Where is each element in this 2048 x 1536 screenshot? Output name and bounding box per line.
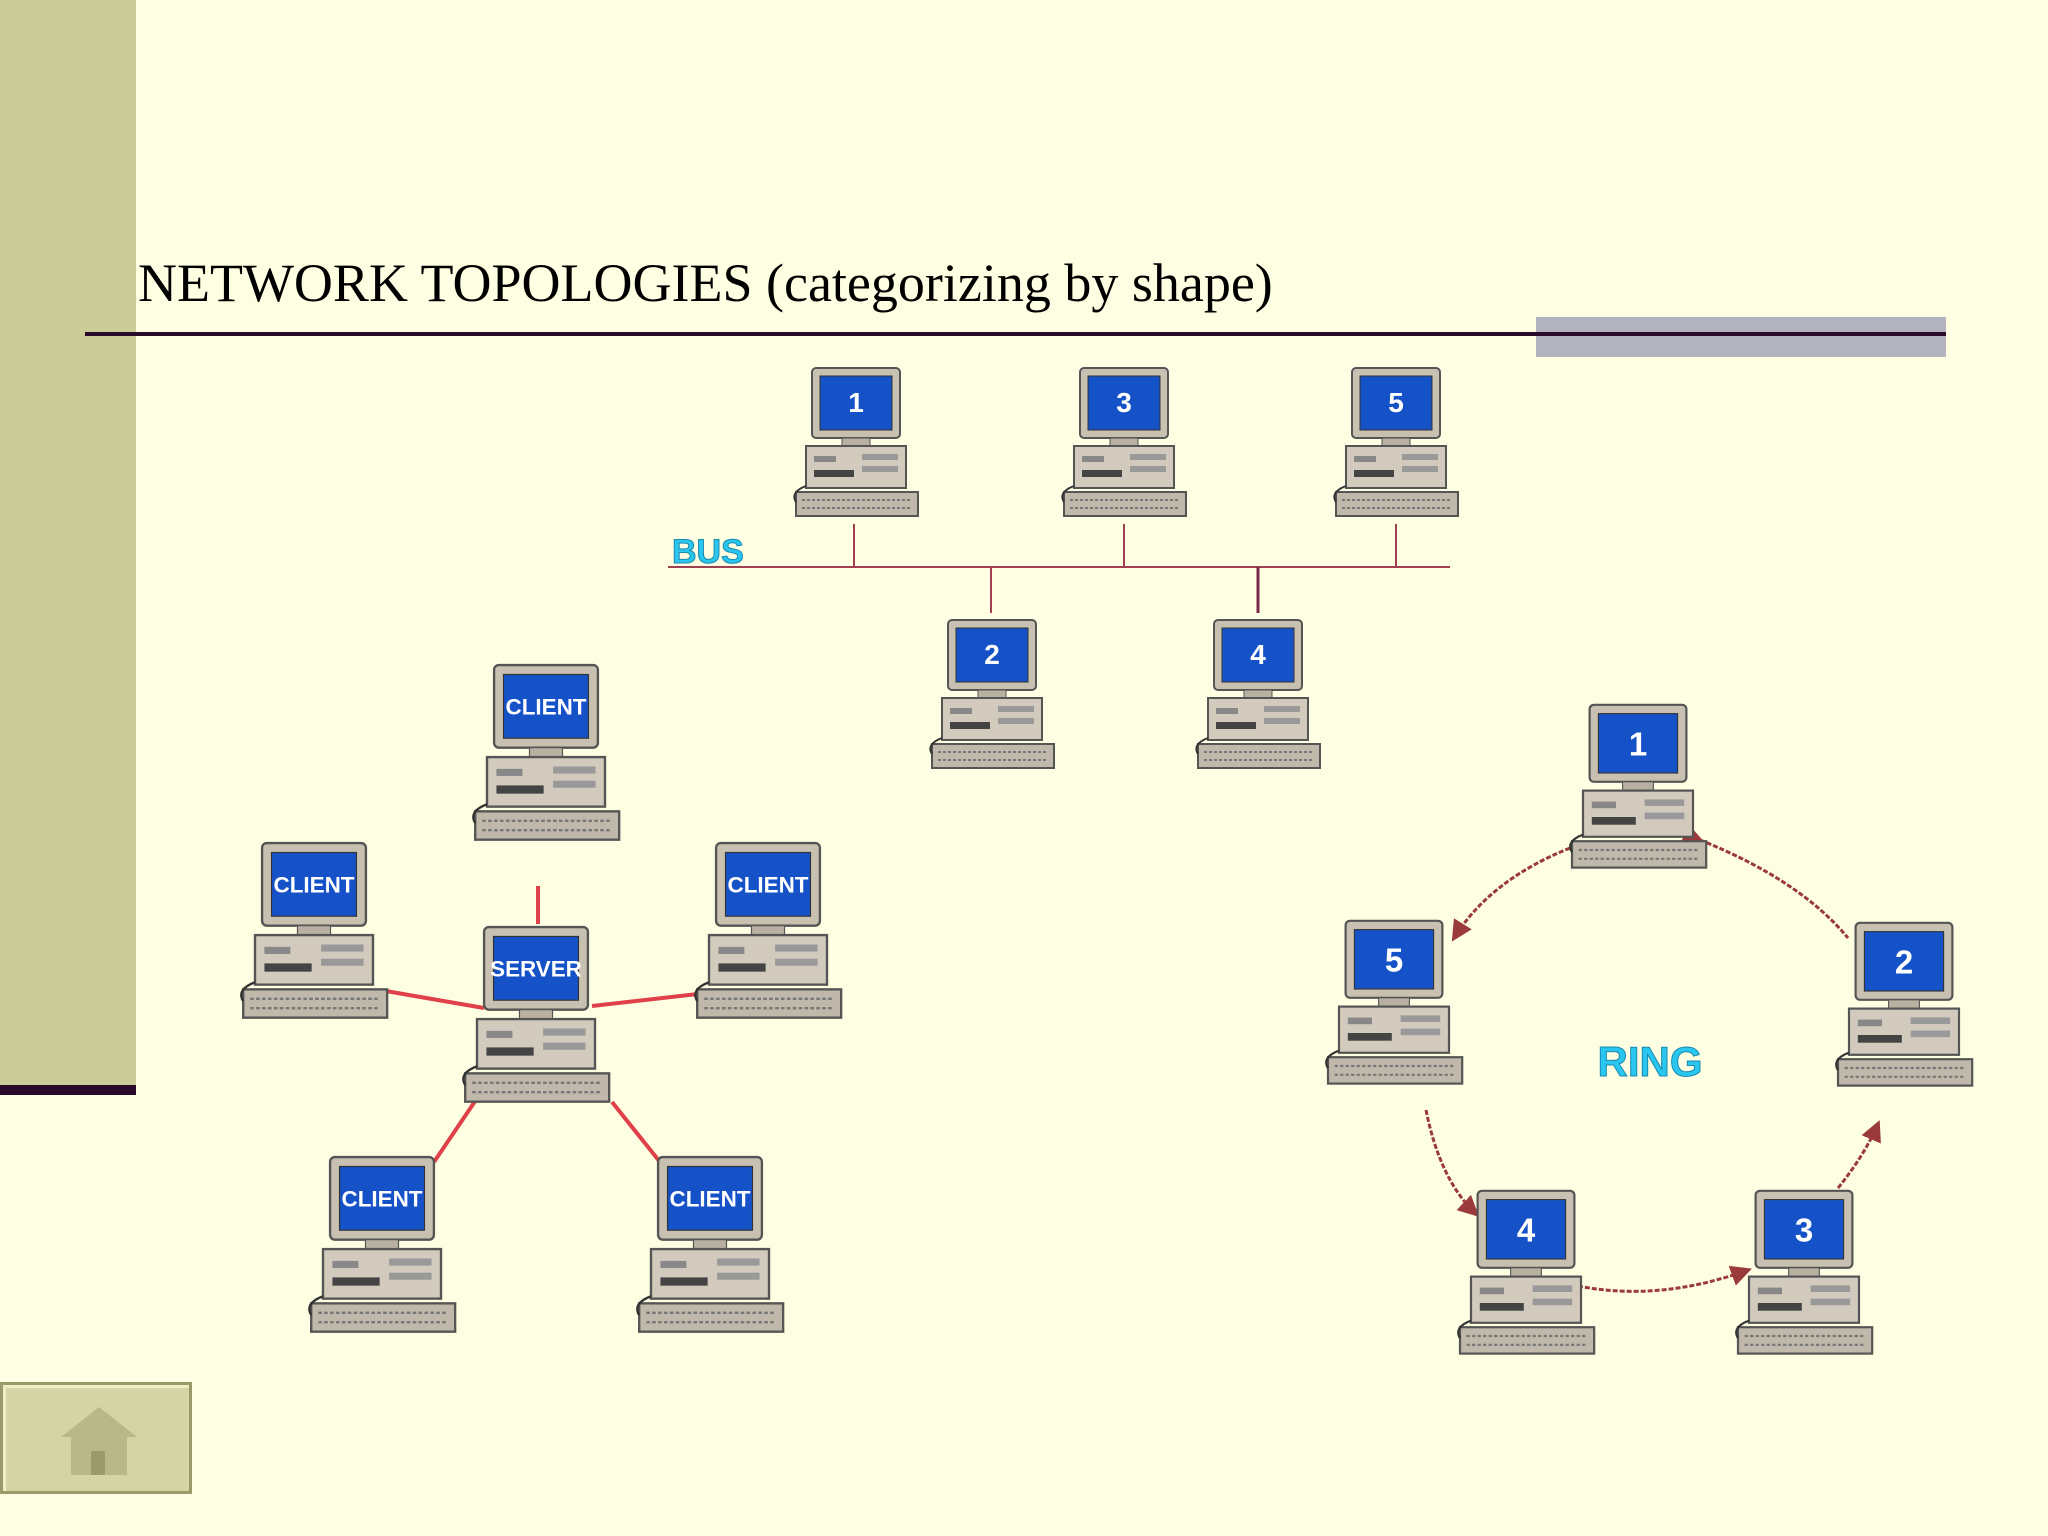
star-client-bottom-left: CLIENT	[308, 1155, 457, 1333]
title-accent-bar	[1536, 317, 1946, 357]
client-label: CLIENT	[342, 1187, 423, 1212]
bus-node-label: 5	[1388, 387, 1404, 418]
star-server: SERVER	[462, 925, 611, 1103]
bus-computer-4: 4	[1195, 619, 1321, 769]
star-link	[610, 1100, 662, 1164]
star-link	[591, 992, 699, 1008]
bus-node-label: 2	[984, 639, 1000, 670]
ring-node-label: 3	[1795, 1211, 1813, 1248]
sidebar-stripe	[0, 0, 136, 1088]
ring-arrow	[1680, 824, 1850, 939]
title-divider-accent	[1536, 332, 1946, 336]
bus-computer-2: 2	[929, 619, 1055, 769]
page-title: NETWORK TOPOLOGIES (categorizing by shap…	[138, 253, 1273, 313]
ring-computer-3: 3	[1735, 1189, 1874, 1355]
bus-label: BUS	[672, 533, 744, 571]
ring-arrow	[1836, 1120, 1881, 1189]
ring-arrow	[1424, 1109, 1480, 1217]
bus-computer-1: 1	[793, 367, 919, 517]
bus-computer-3: 3	[1061, 367, 1187, 517]
ring-node-label: 4	[1517, 1211, 1536, 1248]
star-client-top: CLIENT	[472, 663, 621, 841]
ring-computer-4: 4	[1457, 1189, 1596, 1355]
ring-computer-5: 5	[1325, 919, 1464, 1085]
home-icon	[61, 1407, 137, 1475]
ring-computer-2: 2	[1835, 921, 1974, 1087]
star-link	[379, 988, 485, 1010]
ring-computer-1: 1	[1569, 703, 1708, 869]
ring-node-label: 5	[1385, 941, 1403, 978]
ring-arrow	[1451, 846, 1571, 942]
ring-topology: RING 1 2 3 4 5	[1325, 703, 1974, 1355]
star-client-bottom-right: CLIENT	[636, 1155, 785, 1333]
client-label: CLIENT	[670, 1187, 751, 1212]
bus-node-label: 4	[1250, 639, 1266, 670]
ring-node-label: 2	[1895, 943, 1913, 980]
bus-node-label: 1	[848, 387, 864, 418]
ring-label: RING	[1598, 1038, 1703, 1085]
star-client-right: CLIENT	[694, 841, 843, 1019]
server-label: SERVER	[490, 957, 582, 982]
star-client-left: CLIENT	[240, 841, 389, 1019]
client-label: CLIENT	[274, 873, 355, 898]
ring-node-label: 1	[1629, 725, 1647, 762]
client-label: CLIENT	[728, 873, 809, 898]
ring-arrow	[1577, 1265, 1752, 1293]
star-topology: CLIENT CLIENT CLIENT SERVER CLIENT CLIEN…	[240, 663, 843, 1333]
title-divider	[85, 332, 1945, 336]
client-label: CLIENT	[506, 695, 587, 720]
sidebar-divider	[0, 1085, 136, 1095]
home-button[interactable]	[0, 1382, 192, 1494]
bus-node-label: 3	[1116, 387, 1132, 418]
bus-computer-5: 5	[1333, 367, 1459, 517]
bus-topology: BUS 1 3 5 2 4	[668, 367, 1459, 769]
